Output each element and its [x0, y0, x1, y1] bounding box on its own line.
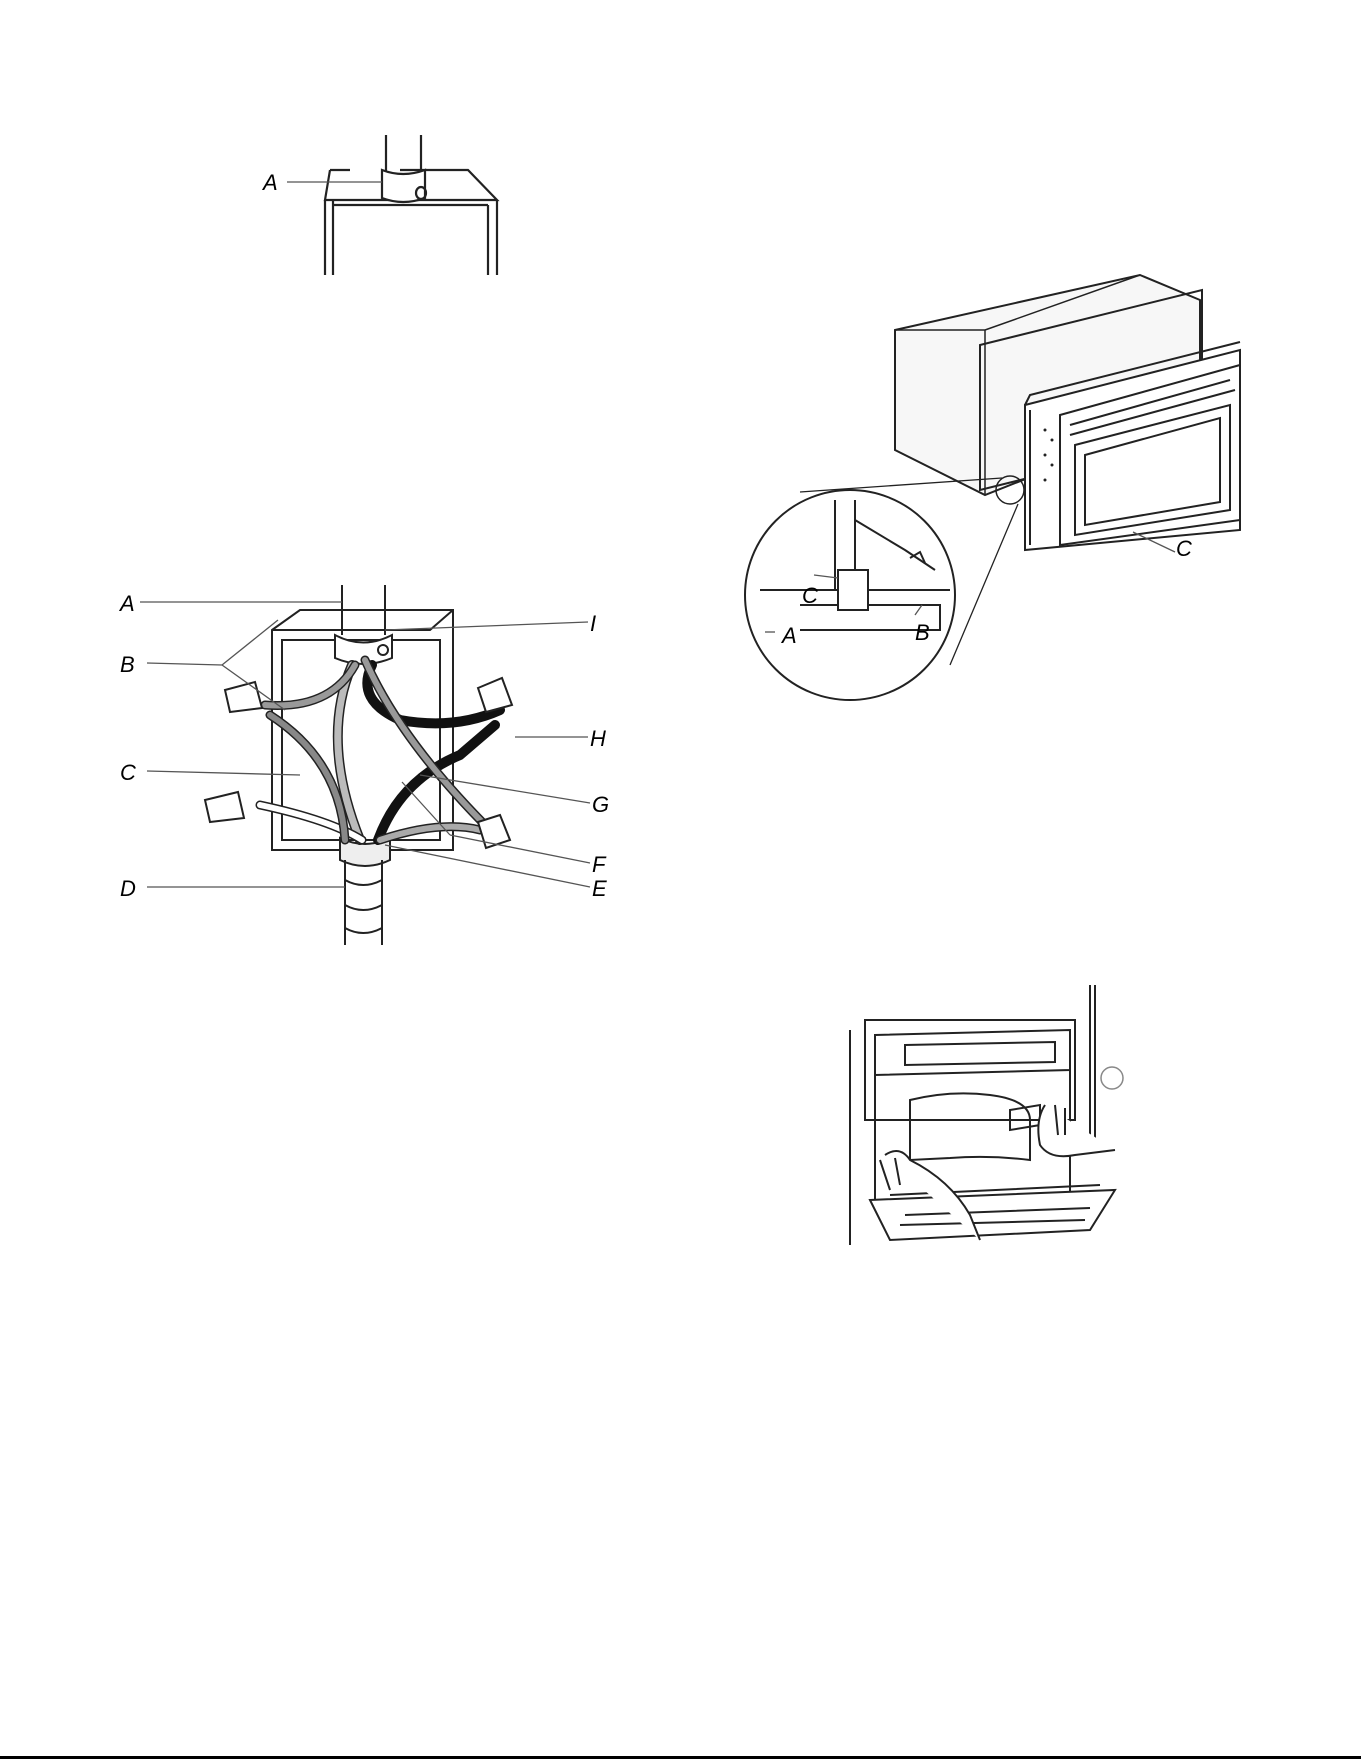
callout-a-detail: A	[782, 625, 797, 647]
wire-nut-right-top	[478, 678, 512, 712]
junction-box-illustration	[0, 560, 680, 980]
callout-h: H	[590, 728, 606, 750]
callout-c: C	[120, 762, 136, 784]
conduit-clamp-illustration	[0, 0, 600, 300]
figure-junction-box-wiring: A B C D I H G F E	[0, 560, 680, 980]
indicator-circle	[1101, 1067, 1123, 1089]
figure-conduit-clamp: A	[0, 0, 600, 300]
callout-c-main: C	[1176, 538, 1192, 560]
figure-oven-push-in	[830, 980, 1130, 1250]
callout-f: F	[592, 854, 605, 876]
footer-rule	[0, 1756, 1361, 1759]
callout-c-detail: C	[802, 585, 818, 607]
callout-a: A	[263, 172, 278, 194]
callout-g: G	[592, 794, 609, 816]
wire-nut-left-bottom	[205, 792, 244, 822]
callout-d: D	[120, 878, 136, 900]
wire-nut-left-top	[225, 682, 262, 712]
callout-e: E	[592, 878, 607, 900]
oven-insertion-illustration	[740, 260, 1300, 700]
figure-oven-insertion: C C A B	[740, 260, 1300, 700]
callout-b-detail: B	[915, 622, 930, 644]
wire-nut-right-bottom	[478, 815, 510, 848]
oven-push-in-illustration	[830, 980, 1130, 1250]
callout-b: B	[120, 654, 135, 676]
callout-i: I	[590, 613, 596, 635]
callout-a: A	[120, 593, 135, 615]
